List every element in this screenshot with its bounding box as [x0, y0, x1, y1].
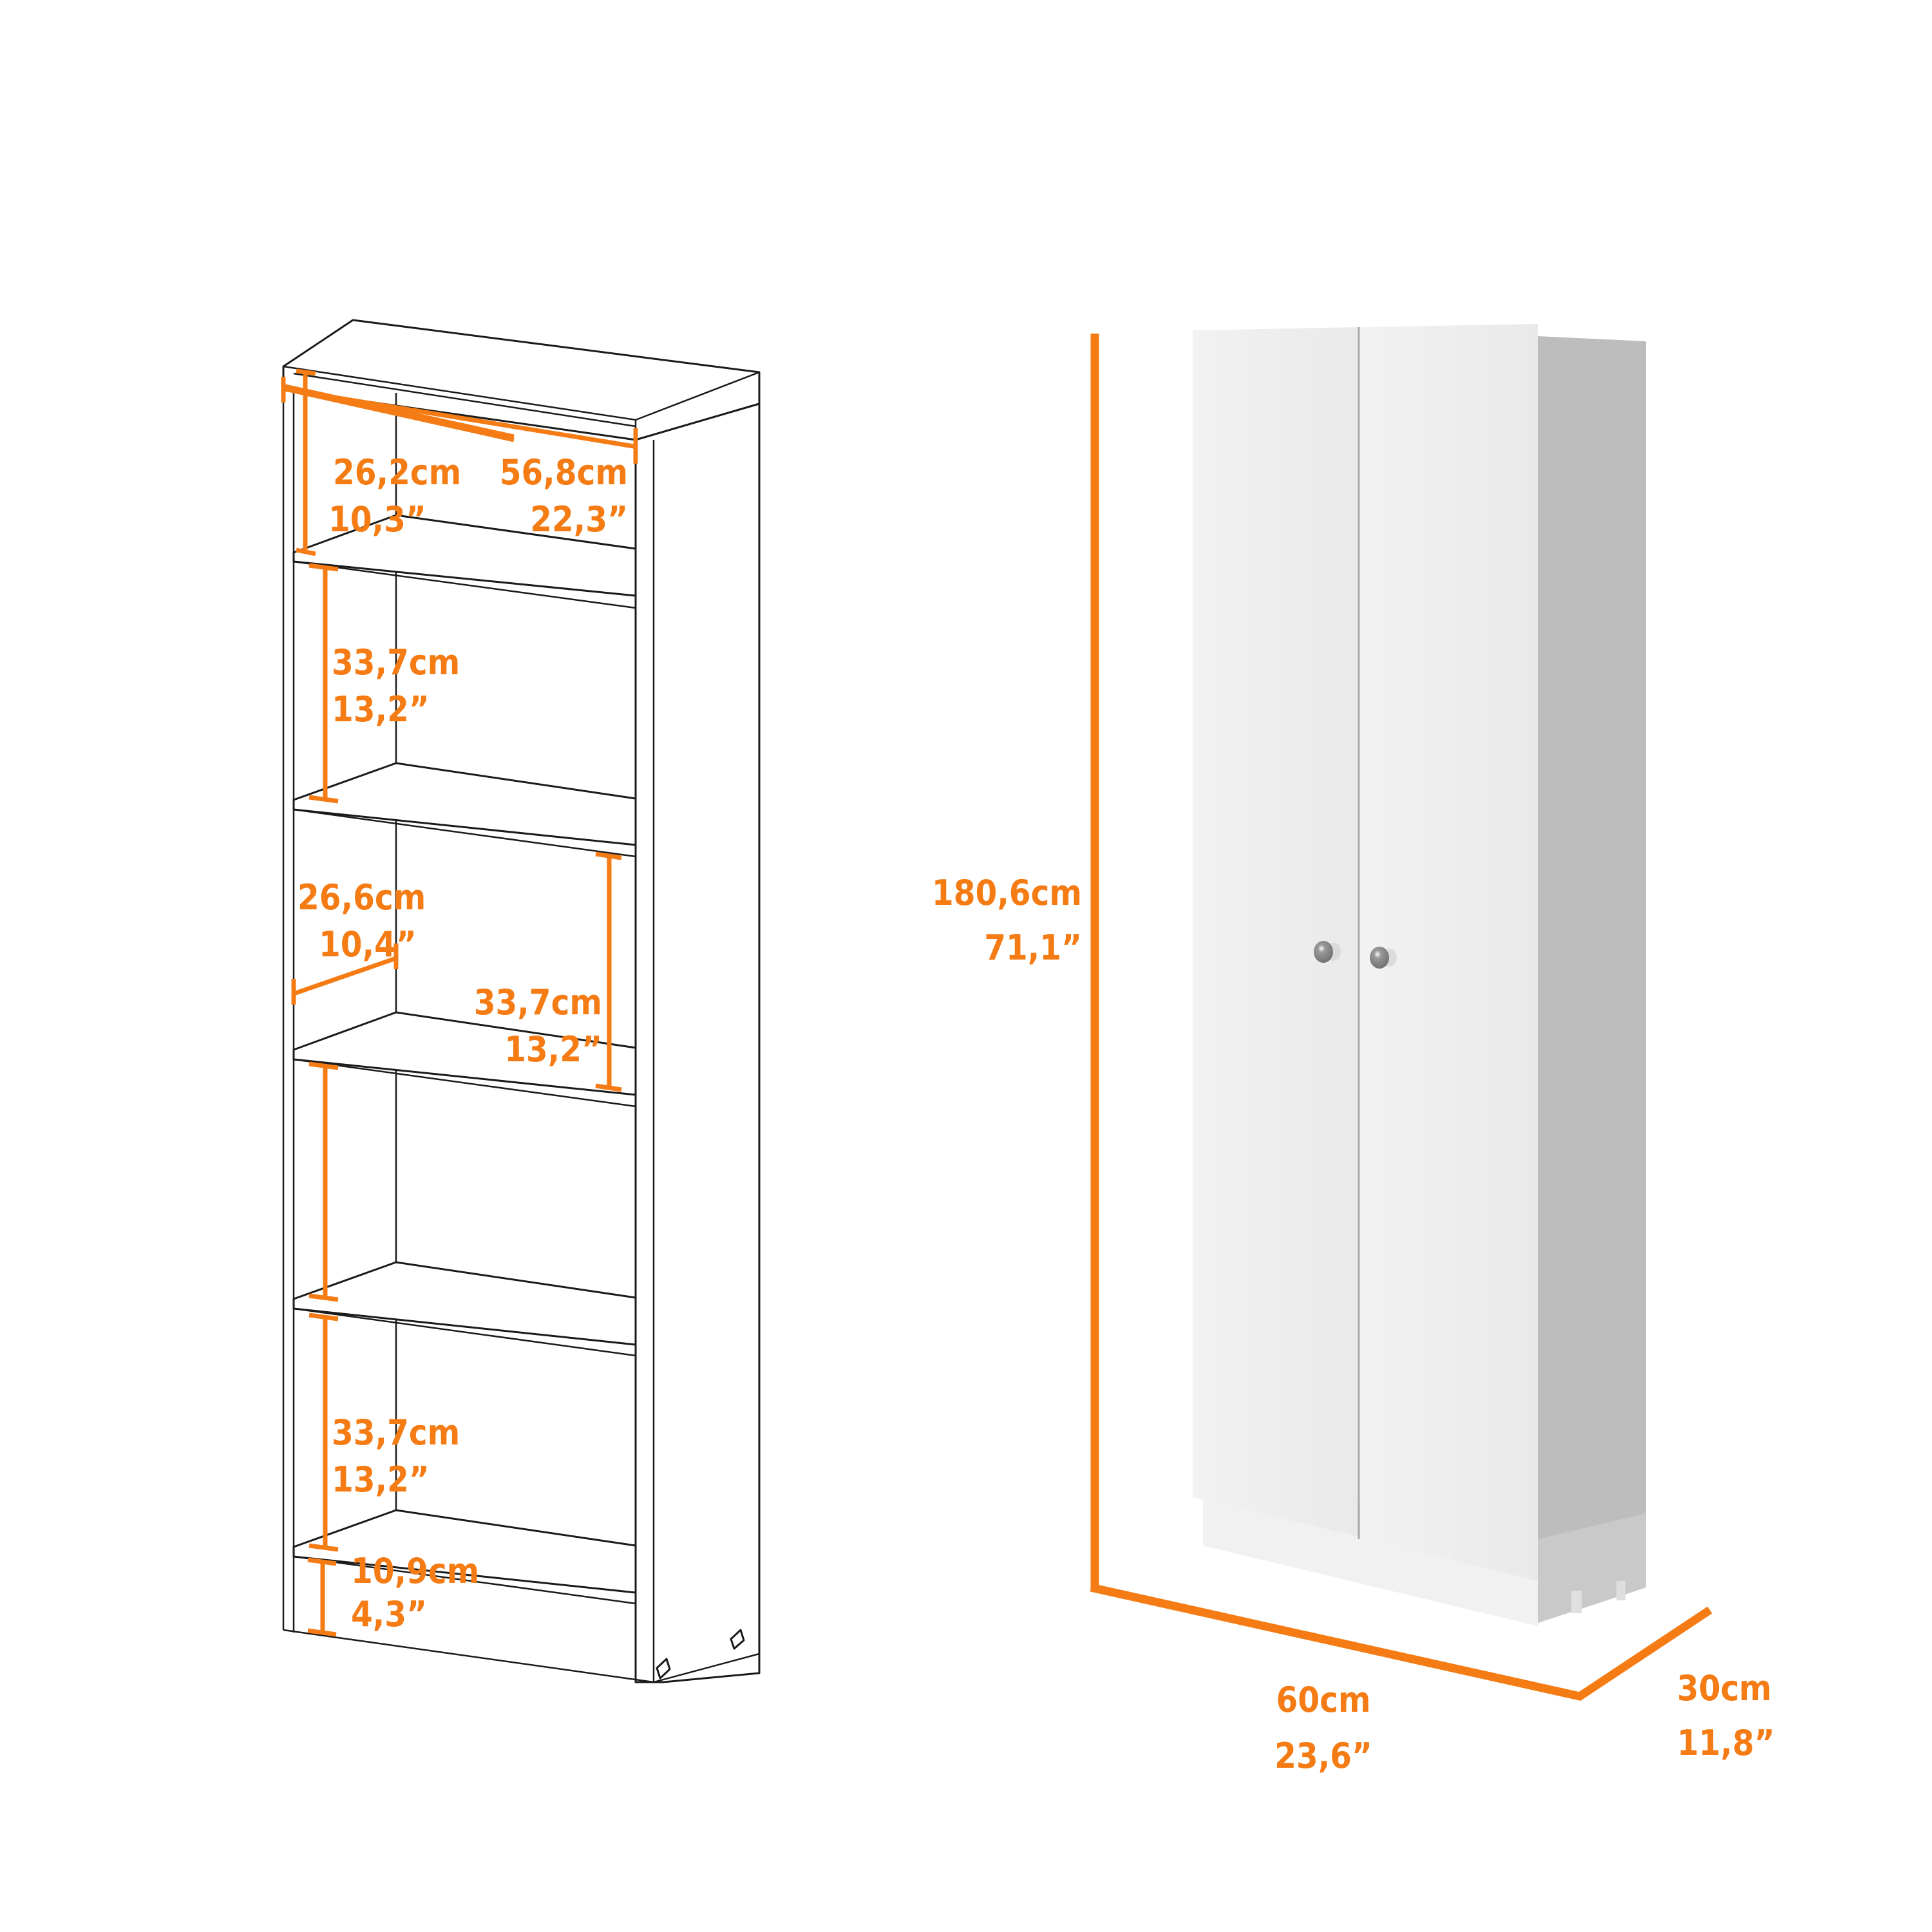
foot-front — [656, 1658, 671, 1680]
top-height-in: 10,3” — [328, 499, 426, 540]
bottom-height-cm: 10,9cm — [351, 1551, 479, 1591]
third-height-cm: 33,7cm — [474, 982, 602, 1023]
cabinet-foot — [1616, 1581, 1625, 1600]
cabinet-render — [1193, 324, 1646, 1626]
shelf-1 — [292, 514, 637, 609]
interior-shelf-drawing — [282, 319, 761, 1683]
right-door[interactable] — [1360, 324, 1538, 1581]
overall-height-in: 71,1” — [984, 927, 1082, 968]
foot-back — [730, 1629, 745, 1650]
overall-height-cm: 180,6cm — [932, 873, 1082, 913]
shelf-3 — [292, 1011, 637, 1108]
cabinet-foot — [1571, 1591, 1582, 1613]
shelf-4 — [292, 1261, 637, 1357]
shelf-2 — [292, 762, 637, 858]
cabinet-side-panel — [1538, 336, 1646, 1623]
fifth-height-in: 13,2” — [332, 1459, 430, 1500]
exterior-labels: 180,6cm 71,1” 60cm 23,6” 30cm 11,8” — [932, 873, 1775, 1776]
inner-width-in: 22,3” — [530, 499, 628, 540]
right-side-panel — [634, 402, 761, 1683]
shelf-5 — [292, 1509, 637, 1605]
top-board — [282, 319, 761, 441]
bottom-height-in: 4,3” — [351, 1594, 427, 1634]
shelf-depth-in: 10,4” — [319, 924, 417, 965]
right-door-knob[interactable] — [1370, 947, 1397, 969]
inner-width-cm: 56,8cm — [500, 452, 628, 493]
interior-dimension-lines — [281, 368, 638, 1637]
overall-width-cm: 60cm — [1276, 1680, 1370, 1720]
second-height-cm: 33,7cm — [332, 642, 460, 683]
second-height-in: 13,2” — [332, 689, 430, 730]
exterior-dimension-lines — [1090, 334, 1712, 1701]
width-depth-dimension-line — [1090, 1583, 1712, 1701]
overall-depth-cm: 30cm — [1677, 1668, 1772, 1709]
interior-labels: 26,2cm 10,3” 56,8cm 22,3” 33,7cm 13,2” 2… — [298, 452, 628, 1634]
left-door[interactable] — [1193, 327, 1358, 1537]
shelf-depth-cm: 26,6cm — [298, 877, 426, 918]
third-height-in: 13,2” — [504, 1029, 602, 1070]
top-height-cm: 26,2cm — [333, 452, 461, 493]
overall-depth-in: 11,8” — [1677, 1723, 1775, 1763]
fifth-height-cm: 33,7cm — [332, 1412, 460, 1453]
left-door-knob[interactable] — [1314, 941, 1341, 963]
overall-width-in: 23,6” — [1274, 1736, 1372, 1776]
